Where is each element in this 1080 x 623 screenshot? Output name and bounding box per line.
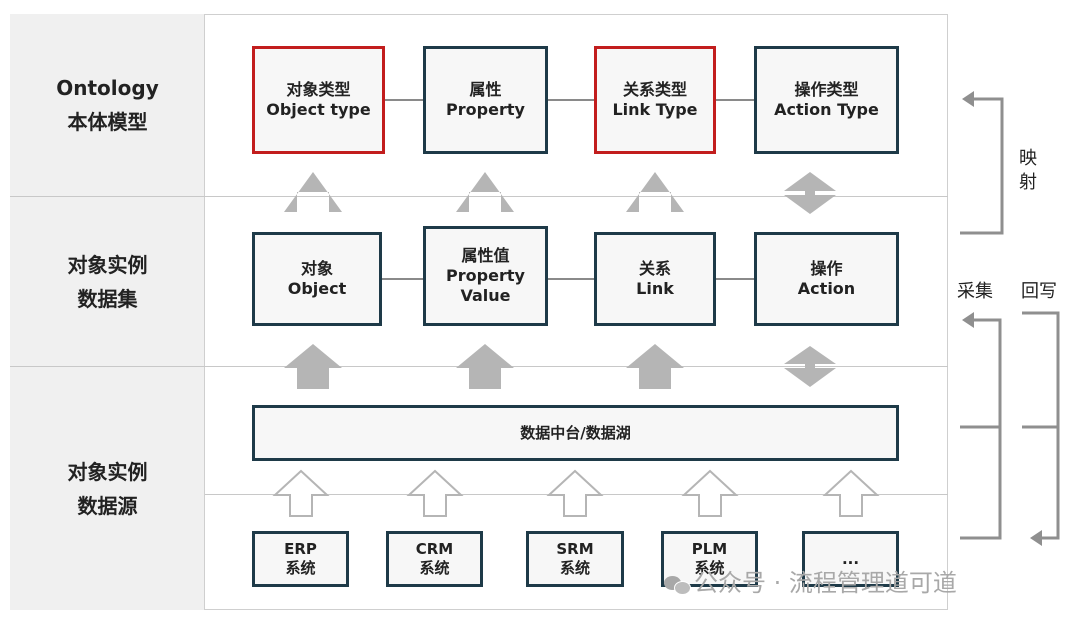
ontology-box-link-type: 关系类型 Link Type (594, 46, 716, 154)
box-label-zh: 属性 (469, 80, 502, 99)
up-arrow-icon (456, 344, 514, 389)
connector-line (548, 278, 594, 280)
watermark-text: 公众号 · 流程管理道可道 (694, 569, 957, 597)
writeback-label: 回写 (1021, 281, 1057, 302)
source-name: PLM (691, 540, 728, 558)
source-box-erp: ERP 系统 (252, 531, 349, 587)
connector-line (382, 278, 423, 280)
outline-up-arrow-icon (272, 469, 330, 517)
left-arrow-icon (962, 312, 974, 328)
box-label-en: Value (460, 286, 511, 305)
outline-up-arrow-icon (406, 469, 464, 517)
outline-up-arrow-icon (546, 469, 604, 517)
row-label-line: 数据源 (77, 494, 138, 518)
instance-box-property-value: 属性值 Property Value (423, 226, 548, 326)
instance-box-object: 对象 Object (252, 232, 382, 326)
box-label-en: Object type (266, 100, 371, 119)
box-label-zh: 关系类型 (622, 80, 687, 99)
instance-box-link: 关系 Link (594, 232, 716, 326)
row-label-sources: 对象实例 数据源 (10, 455, 205, 523)
ontology-box-property: 属性 Property (423, 46, 548, 154)
up-arrow-icon (626, 172, 684, 212)
box-label-en: Object (287, 279, 347, 298)
mapping-label-char: 射 (1019, 172, 1037, 193)
source-box-crm: CRM 系统 (386, 531, 483, 587)
box-label-en: Link (636, 279, 674, 298)
source-name: SRM (556, 540, 594, 558)
outline-up-arrow-icon (681, 469, 739, 517)
connector-line (716, 99, 754, 101)
mapping-label: 映 射 (1016, 147, 1040, 195)
double-arrow-icon (784, 346, 836, 387)
row-label-column (10, 14, 205, 610)
source-name: ERP (284, 540, 317, 558)
row-label-ontology: Ontology 本体模型 (10, 71, 205, 139)
ontology-box-object-type: 对象类型 Object type (252, 46, 385, 154)
source-sub: 系统 (419, 559, 450, 577)
row-label-line: 对象实例 (67, 253, 148, 277)
ontology-box-action-type: 操作类型 Action Type (754, 46, 899, 154)
up-arrow-icon (284, 172, 342, 212)
box-label-zh: 操作 (810, 259, 843, 278)
row-label-line: Ontology (56, 76, 159, 100)
mapping-bracket (960, 97, 1004, 235)
instance-box-action: 操作 Action (754, 232, 899, 326)
outline-up-arrow-icon (822, 469, 880, 517)
row-label-instances: 对象实例 数据集 (10, 248, 205, 316)
left-arrow-icon (962, 91, 974, 107)
row-label-line: 本体模型 (67, 110, 148, 134)
connector-line (548, 99, 594, 101)
mapping-label-char: 映 (1019, 148, 1037, 169)
left-arrow-icon (1030, 530, 1042, 546)
up-arrow-icon (626, 344, 684, 389)
collect-bracket (960, 318, 1002, 540)
up-arrow-icon (284, 344, 342, 389)
box-label-en: Link Type (612, 100, 698, 119)
source-name: ... (841, 549, 860, 568)
connector-line (385, 99, 423, 101)
box-label-zh: 对象类型 (286, 80, 351, 99)
box-label-en: Action Type (774, 100, 879, 119)
box-label-en: Action (797, 279, 856, 298)
wechat-icon (664, 574, 691, 595)
side-arrows (960, 91, 1060, 546)
row-label-line: 对象实例 (67, 460, 148, 484)
up-arrow-icon (456, 172, 514, 212)
box-label-en: Property (446, 266, 525, 285)
connector-line (716, 278, 754, 280)
source-name: CRM (415, 540, 454, 558)
row-label-line: 数据集 (77, 287, 138, 311)
source-sub: 系统 (559, 559, 590, 577)
watermark: 公众号 · 流程管理道可道 (664, 563, 957, 598)
box-label-en: Property (446, 100, 525, 119)
source-sub: 系统 (285, 559, 316, 577)
row-divider-1 (10, 196, 948, 197)
data-platform-bar: 数据中台/数据湖 (252, 405, 899, 461)
double-arrow-icon (784, 172, 836, 214)
source-box-more: ... (802, 531, 899, 587)
box-label-zh: 对象 (300, 259, 333, 278)
box-label-zh: 操作类型 (794, 80, 859, 99)
box-label-zh: 关系 (638, 259, 671, 278)
data-platform-label: 数据中台/数据湖 (520, 424, 631, 442)
box-label-zh: 属性值 (461, 246, 510, 265)
collect-label: 采集 (957, 281, 993, 302)
source-sub: 系统 (694, 559, 725, 577)
source-box-srm: SRM 系统 (526, 531, 624, 587)
